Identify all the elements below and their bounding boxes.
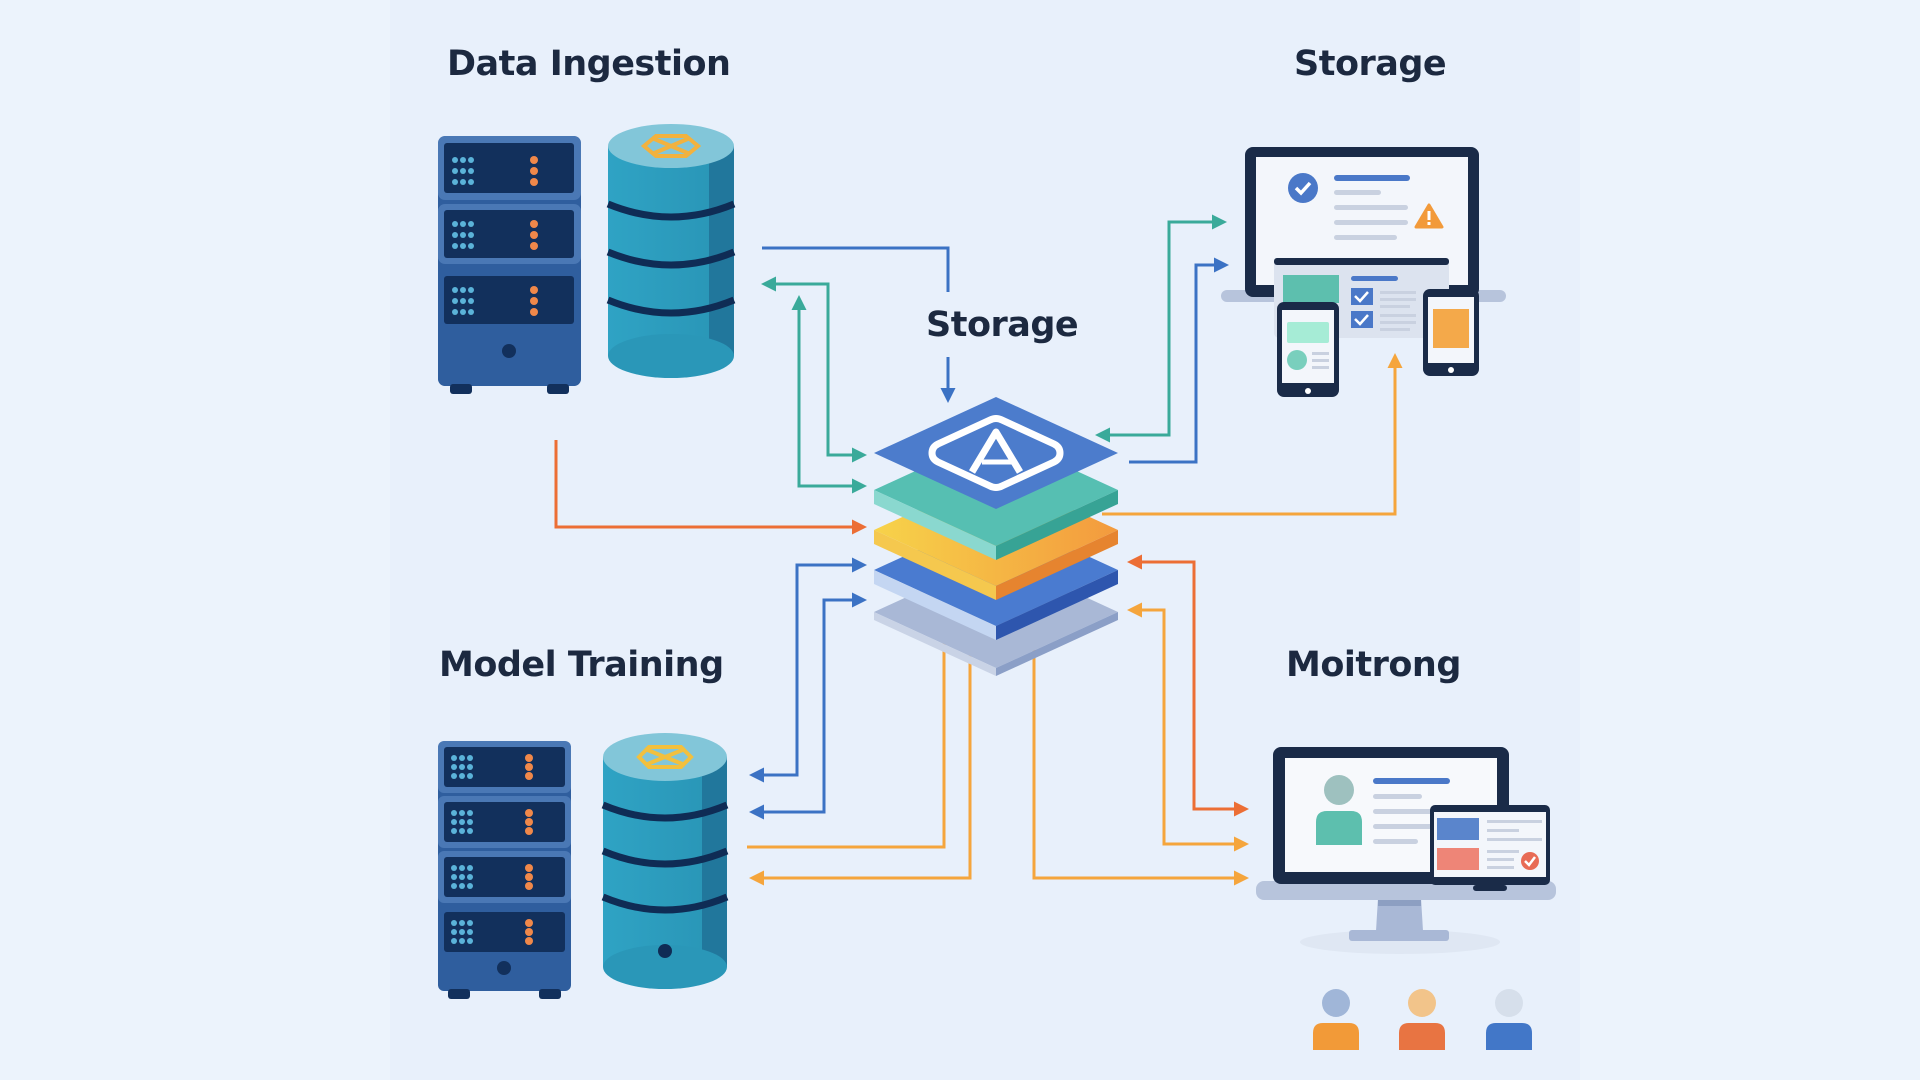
person-icon (1316, 775, 1362, 845)
tablet-device (1277, 302, 1339, 397)
connectors (554, 214, 1403, 886)
user-avatar-icon (1486, 989, 1532, 1050)
status-leds (451, 755, 473, 944)
arrow-stack-model-blue-2 (749, 592, 867, 820)
storage-logo-icon (928, 415, 1064, 491)
storage-stack-icon (874, 397, 1118, 676)
user-avatar-icon (1313, 989, 1359, 1050)
arrow-stack-monitor-orange (1127, 554, 1249, 817)
monitoring-illustration (1256, 747, 1556, 954)
arrow-stack-monitor-amber-1 (1127, 602, 1249, 852)
database-cylinder-training (601, 733, 729, 989)
check-circle-icon (1521, 852, 1539, 870)
warning-icon (1414, 203, 1444, 229)
server-unit (438, 204, 581, 264)
arrow-ingestion-to-storage (762, 246, 950, 292)
checkbox-icon (1351, 288, 1373, 305)
user-group (1313, 989, 1532, 1050)
storage-devices-illustration (1221, 147, 1506, 397)
arrow-stack-to-devices-amber (1102, 353, 1403, 516)
server-unit (438, 136, 581, 200)
arrow-stack-monitor-amber-2 (1032, 570, 1249, 886)
user-avatar-icon (1399, 989, 1445, 1050)
activity-leds (525, 754, 533, 945)
database-cylinder-ingestion (606, 124, 736, 378)
stack-layer-top (874, 397, 1118, 509)
arrow-stack-to-devices-blue (1129, 257, 1229, 464)
server-rack-training (438, 741, 571, 999)
arrow-ingestion-to-stack-teal (791, 295, 867, 494)
check-circle-icon (1288, 173, 1318, 203)
tablet-panel (1430, 805, 1550, 891)
section-title-data-ingestion: Data Ingestion (447, 44, 731, 84)
server-unit (438, 268, 581, 386)
hub-icon (636, 745, 694, 769)
stack-title-storage: Storage (926, 305, 1079, 345)
arrow-stack-to-ingestion-db (761, 276, 862, 457)
section-title-storage: Storage (1294, 44, 1447, 84)
arrow-stack-model-blue-1 (749, 557, 867, 783)
hub-icon (640, 134, 702, 158)
status-leds (452, 157, 474, 315)
arrow-stack-model-amber-2 (749, 617, 972, 886)
phone-device (1423, 289, 1479, 376)
section-title-monitoring: Moitrong (1286, 645, 1461, 685)
arrow-servers-to-stack (554, 440, 867, 535)
activity-leds (530, 156, 538, 316)
section-title-model-training: Model Training (439, 645, 724, 685)
arrow-stack-to-devices-teal (1095, 214, 1227, 443)
server-rack-ingestion (438, 136, 581, 394)
checkbox-icon (1351, 311, 1373, 328)
